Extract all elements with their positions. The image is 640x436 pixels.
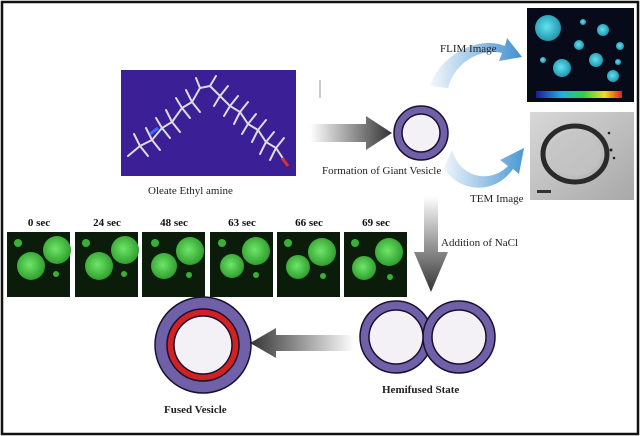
timelapse-label-2: 48 sec (160, 217, 188, 229)
molecule-label: Oleate Ethyl amine (148, 185, 233, 197)
giant-vesicle (393, 105, 449, 161)
hemifused-label: Hemifused State (382, 384, 460, 396)
tem-image (530, 112, 634, 200)
fused-vesicle (154, 296, 252, 394)
timelapse-label-0: 0 sec (27, 217, 51, 229)
timelapse-frame-3 (210, 232, 273, 297)
timelapse-strip (7, 232, 407, 297)
timelapse-label-3: 63 sec (228, 217, 256, 229)
flim-label: FLIM Image (440, 43, 497, 55)
timelapse-label-1: 24 sec (93, 217, 121, 229)
timelapse-frame-4 (277, 232, 340, 297)
timelapse-label-5: 69 sec (362, 217, 390, 229)
timelapse-frame-1 (75, 232, 139, 297)
molecule-background (121, 70, 296, 176)
nacl-label: Addition of NaCl (441, 237, 518, 249)
arrow-to-tem (444, 148, 524, 188)
fused-label: Fused Vesicle (164, 404, 227, 416)
flim-color-scale (536, 91, 622, 98)
arrow-to-fused (250, 328, 354, 358)
nitrogen-bond (149, 126, 159, 136)
timelapse-label-4: 66 sec (295, 217, 323, 229)
arrow-to-vesicle (310, 116, 392, 150)
timelapse-frame-0 (7, 232, 71, 297)
oxygen-bond (280, 157, 290, 167)
arrow-to-flim (430, 38, 522, 88)
flim-image (527, 8, 634, 102)
tem-label: TEM Image (470, 193, 524, 205)
molecule-structure (127, 75, 285, 161)
timelapse-frame-5 (344, 232, 407, 297)
timelapse-frame-2 (142, 232, 205, 297)
molecule-panel (121, 70, 296, 176)
arrow-nacl (414, 196, 448, 292)
hemifused-vesicles (359, 300, 496, 374)
giant-vesicle-label: Formation of Giant Vesicle (322, 165, 442, 177)
